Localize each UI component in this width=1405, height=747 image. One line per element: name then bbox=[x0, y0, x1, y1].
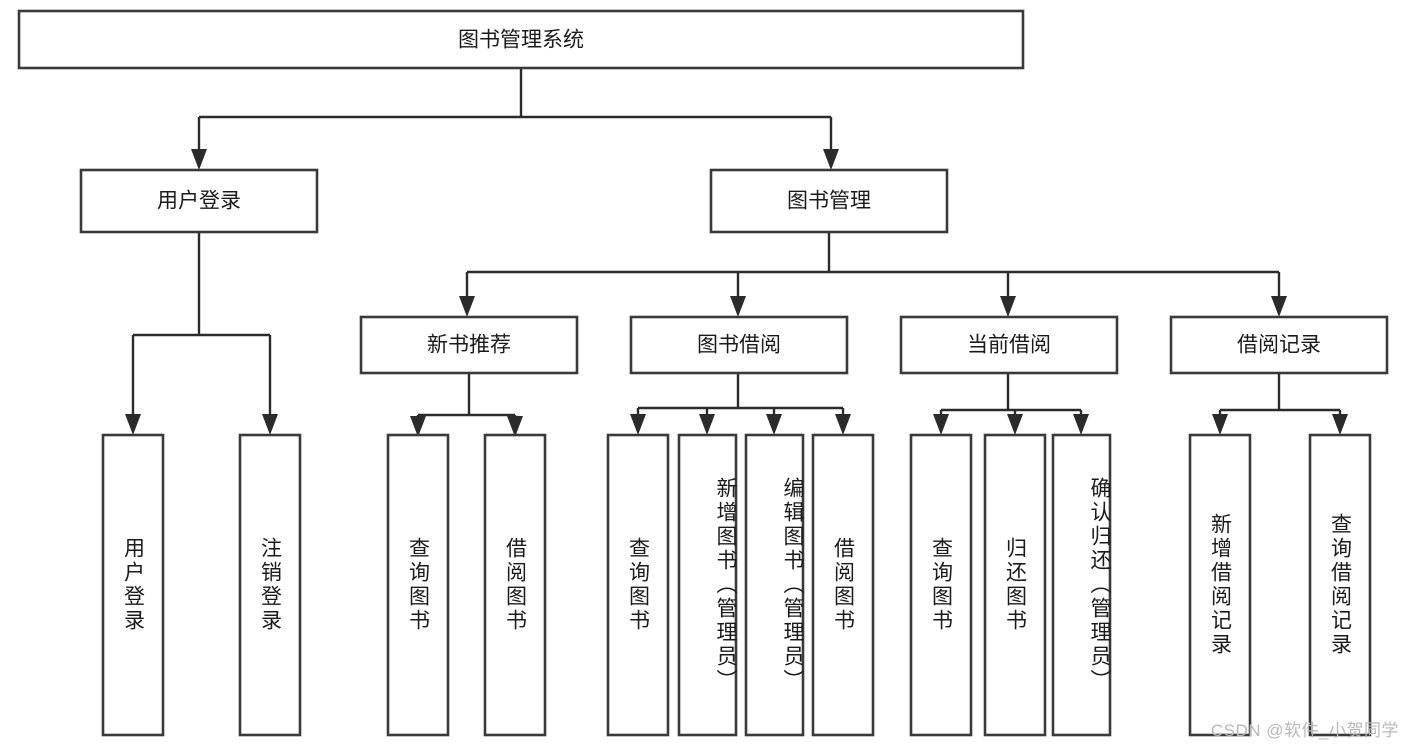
arrowhead-record-leaf2 bbox=[1332, 414, 1348, 435]
arrowhead-current-leaf1 bbox=[933, 414, 949, 435]
leaf-box-user-login[interactable] bbox=[101, 433, 165, 737]
node-root-label: 图书管理系统 bbox=[458, 29, 584, 52]
node-root[interactable]: 图书管理系统 bbox=[17, 9, 1025, 70]
leaf-box-return-book[interactable] bbox=[983, 433, 1047, 737]
arrowhead-newbook bbox=[459, 296, 475, 317]
node-book-management[interactable]: 图书管理 bbox=[709, 168, 949, 234]
arrowhead-current-leaf3 bbox=[1073, 414, 1089, 435]
arrowhead-borrow-leaf3 bbox=[766, 414, 782, 435]
leaf-box-add-record[interactable] bbox=[1188, 433, 1252, 737]
node-user-login[interactable]: 用户登录 bbox=[79, 168, 319, 234]
arrowhead-leaf-user-login bbox=[125, 414, 141, 435]
arrowhead-borrow-leaf1 bbox=[630, 414, 646, 435]
node-borrow-record-label: 借阅记录 bbox=[1237, 334, 1321, 357]
leaf-box-query-book-1[interactable] bbox=[386, 433, 450, 737]
leaf-box-borrow-book-2[interactable] bbox=[811, 433, 875, 737]
node-borrow-record-box[interactable] bbox=[1169, 315, 1389, 375]
arrowhead-newbook-leaf2 bbox=[507, 416, 523, 437]
arrowhead-book-mgmt bbox=[823, 149, 839, 170]
node-book-borrow[interactable]: 图书借阅 bbox=[629, 315, 849, 375]
leaf-box-query-book-3[interactable] bbox=[909, 433, 973, 737]
leaf-boxes bbox=[101, 433, 1372, 737]
node-new-book-recommend-box[interactable] bbox=[359, 315, 579, 375]
node-new-book-recommend-label: 新书推荐 bbox=[427, 334, 511, 357]
node-book-borrow-box[interactable] bbox=[629, 315, 849, 375]
node-user-login-label: 用户登录 bbox=[157, 190, 241, 213]
leaf-box-query-book-2[interactable] bbox=[606, 433, 670, 737]
node-current-borrow[interactable]: 当前借阅 bbox=[899, 315, 1119, 375]
leaf-box-logout-login[interactable] bbox=[238, 433, 302, 737]
arrowhead-record bbox=[1271, 296, 1287, 317]
arrowhead-borrow-leaf4 bbox=[835, 414, 851, 435]
node-user-login-box[interactable] bbox=[79, 168, 319, 234]
arrowhead-record-leaf1 bbox=[1212, 414, 1228, 435]
node-new-book-recommend[interactable]: 新书推荐 bbox=[359, 315, 579, 375]
node-current-borrow-label: 当前借阅 bbox=[967, 334, 1051, 357]
leaf-box-add-book-admin[interactable] bbox=[677, 433, 738, 737]
leaf-box-query-record[interactable] bbox=[1308, 433, 1372, 737]
arrowhead-newbook-leaf1 bbox=[410, 416, 426, 437]
leaf-box-edit-book-admin[interactable] bbox=[744, 433, 805, 737]
arrowhead-borrow bbox=[730, 296, 746, 317]
arrowhead-current-leaf2 bbox=[1007, 414, 1023, 435]
connector-layer bbox=[125, 68, 1348, 437]
node-borrow-record[interactable]: 借阅记录 bbox=[1169, 315, 1389, 375]
csdn-watermark: CSDN @软件_小贺同学 bbox=[1210, 721, 1399, 740]
leaf-box-confirm-return[interactable] bbox=[1051, 433, 1112, 737]
arrowhead-user-login bbox=[191, 149, 207, 170]
arrowhead-leaf-logout-login bbox=[262, 414, 278, 435]
arrowhead-current bbox=[1000, 296, 1016, 317]
node-root-box[interactable] bbox=[17, 9, 1025, 70]
arrowhead-borrow-leaf2 bbox=[699, 414, 715, 435]
leaf-box-borrow-book-1[interactable] bbox=[483, 433, 547, 737]
node-book-management-box[interactable] bbox=[709, 168, 949, 234]
node-book-borrow-label: 图书借阅 bbox=[697, 334, 781, 357]
node-book-management-label: 图书管理 bbox=[787, 190, 871, 213]
node-current-borrow-box[interactable] bbox=[899, 315, 1119, 375]
